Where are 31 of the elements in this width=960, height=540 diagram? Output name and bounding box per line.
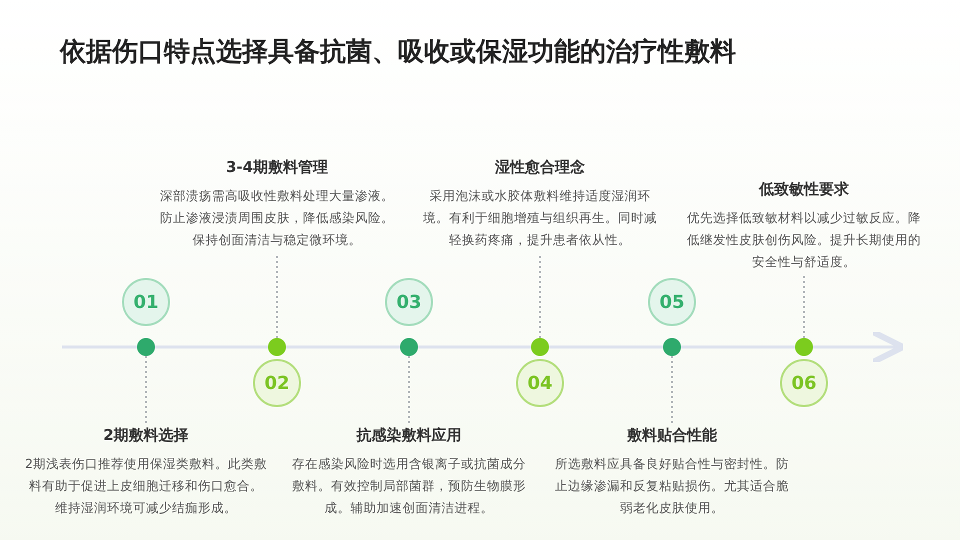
step-number-circle: 02 (253, 359, 301, 407)
step-description: 存在感染风险时选用含银离子或抗菌成分敷料。有效控制局部菌群，预防生物膜形成。辅助加速创面清洁进程。 (291, 455, 527, 517)
step-number-circle: 04 (516, 359, 564, 407)
step-heading: 湿性愈合理念 (495, 158, 585, 177)
leader-line (539, 253, 541, 338)
step-description: 深部溃疡需高吸收性敷料处理大量渗液。防止渗液浸渍周围皮肤，降低感染风险。保持创面清洁与稳定微环境。 (159, 187, 395, 249)
step-description: 所选敷料应具备良好贴合性与密封性。防止边缘渗漏和反复粘贴损伤。尤其适合脆弱老化皮肤使用。 (554, 455, 790, 517)
step-description: 采用泡沫或水胶体敷料维持适度湿润环境。有利于细胞增殖与组织再生。同时减轻换药疼痛，提升患者依从性。 (422, 187, 658, 249)
leader-line (671, 356, 673, 423)
step-heading: 低致敏性要求 (759, 180, 849, 199)
step-number-circle: 01 (122, 278, 170, 326)
step-heading: 3-4期敷料管理 (226, 158, 328, 177)
slide-title: 依据伤口特点选择具备抗菌、吸收或保湿功能的治疗性敷料 (60, 36, 736, 69)
step-heading: 2期敷料选择 (103, 426, 189, 445)
step-number-circle: 05 (648, 278, 696, 326)
step-number-circle: 06 (780, 359, 828, 407)
step-heading: 抗感染敷料应用 (356, 426, 462, 445)
step-heading: 敷料贴合性能 (627, 426, 717, 445)
step-description: 优先选择低致敏材料以减少过敏反应。降低继发性皮肤创伤风险。提升长期使用的安全性与舒适度。 (686, 209, 922, 271)
step-number-circle: 03 (385, 278, 433, 326)
timeline-dot (663, 338, 681, 356)
leader-line (276, 253, 278, 338)
timeline-dot (137, 338, 155, 356)
leader-line (803, 275, 805, 338)
timeline-dot (531, 338, 549, 356)
timeline-dot (795, 338, 813, 356)
timeline-dot (268, 338, 286, 356)
timeline-dot (400, 338, 418, 356)
leader-line (408, 356, 410, 423)
step-description: 2期浅表伤口推荐使用保湿类敷料。此类敷料有助于促进上皮细胞迁移和伤口愈合。维持湿润环境可减少结痂形成。 (24, 455, 268, 517)
leader-line (145, 356, 147, 423)
